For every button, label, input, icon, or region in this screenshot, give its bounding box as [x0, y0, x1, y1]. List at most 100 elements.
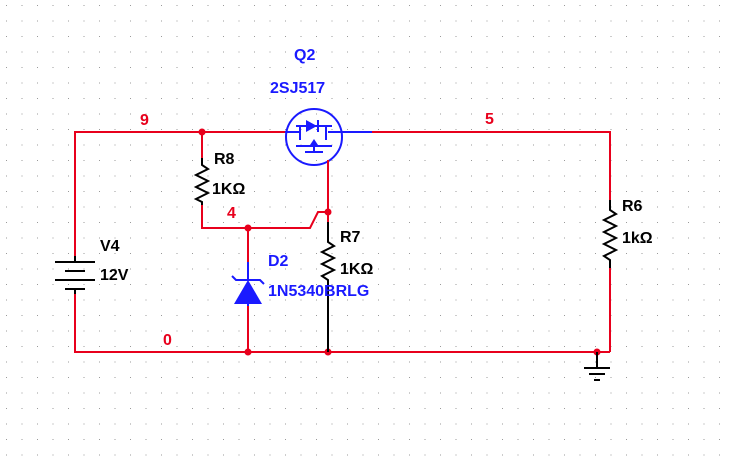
- grid-dot: [347, 160, 348, 161]
- grid-dot: [331, 20, 333, 22]
- grid-dot: [316, 408, 317, 409]
- grid-dot: [719, 268, 720, 270]
- resistor-icon[interactable]: [193, 158, 211, 205]
- grid-dot: [517, 5, 519, 6]
- grid-dot: [486, 5, 488, 6]
- grid-dot: [502, 439, 503, 440]
- grid-dot: [362, 361, 364, 363]
- dc-battery-icon[interactable]: [55, 256, 95, 294]
- grid-dot: [564, 5, 565, 6]
- grid-dot: [719, 82, 720, 84]
- wire-net-4[interactable]: [201, 205, 328, 229]
- grid-dot: [6, 206, 7, 208]
- grid-dot: [347, 144, 348, 146]
- grid-dot: [672, 377, 674, 378]
- grid-dot: [393, 361, 395, 363]
- grid-dot: [145, 268, 147, 270]
- grid-dot: [161, 346, 162, 347]
- grid-dot: [424, 454, 426, 456]
- grid-dot: [52, 51, 54, 53]
- grid-dot: [517, 253, 519, 254]
- grid-dot: [502, 82, 503, 84]
- grid-dot: [223, 268, 224, 270]
- grid-dot: [517, 129, 519, 130]
- grid-dot: [641, 284, 643, 285]
- grid-dot: [471, 377, 472, 378]
- grid-dot: [285, 51, 286, 53]
- grid-dot: [331, 454, 333, 456]
- grid-dot: [641, 129, 643, 130]
- grid-dot: [37, 330, 38, 332]
- resistor-icon[interactable]: [601, 200, 619, 268]
- grid-dot: [533, 439, 534, 440]
- grid-dot: [362, 237, 364, 239]
- grid-dot: [424, 423, 426, 425]
- r6-value-label: 1kΩ: [622, 230, 653, 247]
- grid-dot: [161, 20, 162, 22]
- wire-net-9[interactable]: [74, 131, 255, 256]
- grid-dot: [424, 253, 426, 254]
- grid-dot: [471, 175, 472, 177]
- wire-net-0[interactable]: [74, 294, 610, 353]
- grid-dot: [424, 237, 426, 239]
- grid-dot: [207, 129, 209, 130]
- grid-dot: [192, 423, 193, 425]
- grid-dot: [703, 82, 705, 84]
- pmos-transistor-icon[interactable]: [285, 108, 372, 166]
- wire-net-5[interactable]: [372, 131, 611, 200]
- grid-dot: [238, 98, 240, 99]
- grid-dot: [83, 377, 85, 378]
- ground-icon[interactable]: [584, 352, 610, 381]
- grid-dot: [517, 113, 519, 115]
- grid-dot: [378, 67, 379, 68]
- grid-dot: [316, 160, 317, 161]
- grid-dot: [331, 36, 333, 37]
- grid-dot: [300, 20, 302, 22]
- grid-dot: [99, 361, 100, 363]
- grid-dot: [83, 222, 85, 223]
- grid-dot: [21, 222, 23, 223]
- grid-dot: [502, 67, 503, 68]
- grid-dot: [579, 253, 581, 254]
- grid-dot: [610, 361, 612, 363]
- grid-dot: [269, 113, 271, 115]
- grid-dot: [114, 51, 116, 53]
- grid-dot: [703, 144, 705, 146]
- grid-dot: [114, 191, 116, 192]
- grid-dot: [564, 67, 565, 68]
- grid-dot: [610, 5, 612, 6]
- grid-dot: [719, 346, 720, 347]
- grid-dot: [564, 175, 565, 177]
- grid-dot: [331, 392, 333, 394]
- grid-dot: [657, 439, 658, 440]
- grid-dot: [300, 36, 302, 37]
- grid-dot: [378, 144, 379, 146]
- grid-dot: [21, 408, 23, 409]
- zener-diode-icon[interactable]: [231, 262, 265, 306]
- grid-dot: [455, 20, 457, 22]
- grid-dot: [300, 346, 302, 347]
- grid-dot: [455, 439, 457, 440]
- grid-dot: [610, 36, 612, 37]
- grid-dot: [207, 315, 209, 316]
- grid-dot: [393, 377, 395, 378]
- grid-dot: [68, 20, 69, 22]
- grid-dot: [316, 377, 317, 378]
- junction-dot: [244, 348, 252, 356]
- grid-dot: [99, 51, 100, 53]
- grid-dot: [564, 361, 565, 363]
- grid-dot: [207, 20, 209, 22]
- grid-dot: [548, 5, 550, 6]
- grid-dot: [610, 129, 612, 130]
- r7-ref-label: R7: [340, 229, 361, 246]
- grid-dot: [83, 175, 85, 177]
- grid-dot: [641, 377, 643, 378]
- grid-dot: [316, 82, 317, 84]
- grid-dot: [533, 5, 534, 6]
- grid-dot: [176, 191, 178, 192]
- grid-dot: [517, 439, 519, 440]
- grid-dot: [238, 361, 240, 363]
- resistor-icon[interactable]: [319, 222, 337, 352]
- grid-dot: [517, 361, 519, 363]
